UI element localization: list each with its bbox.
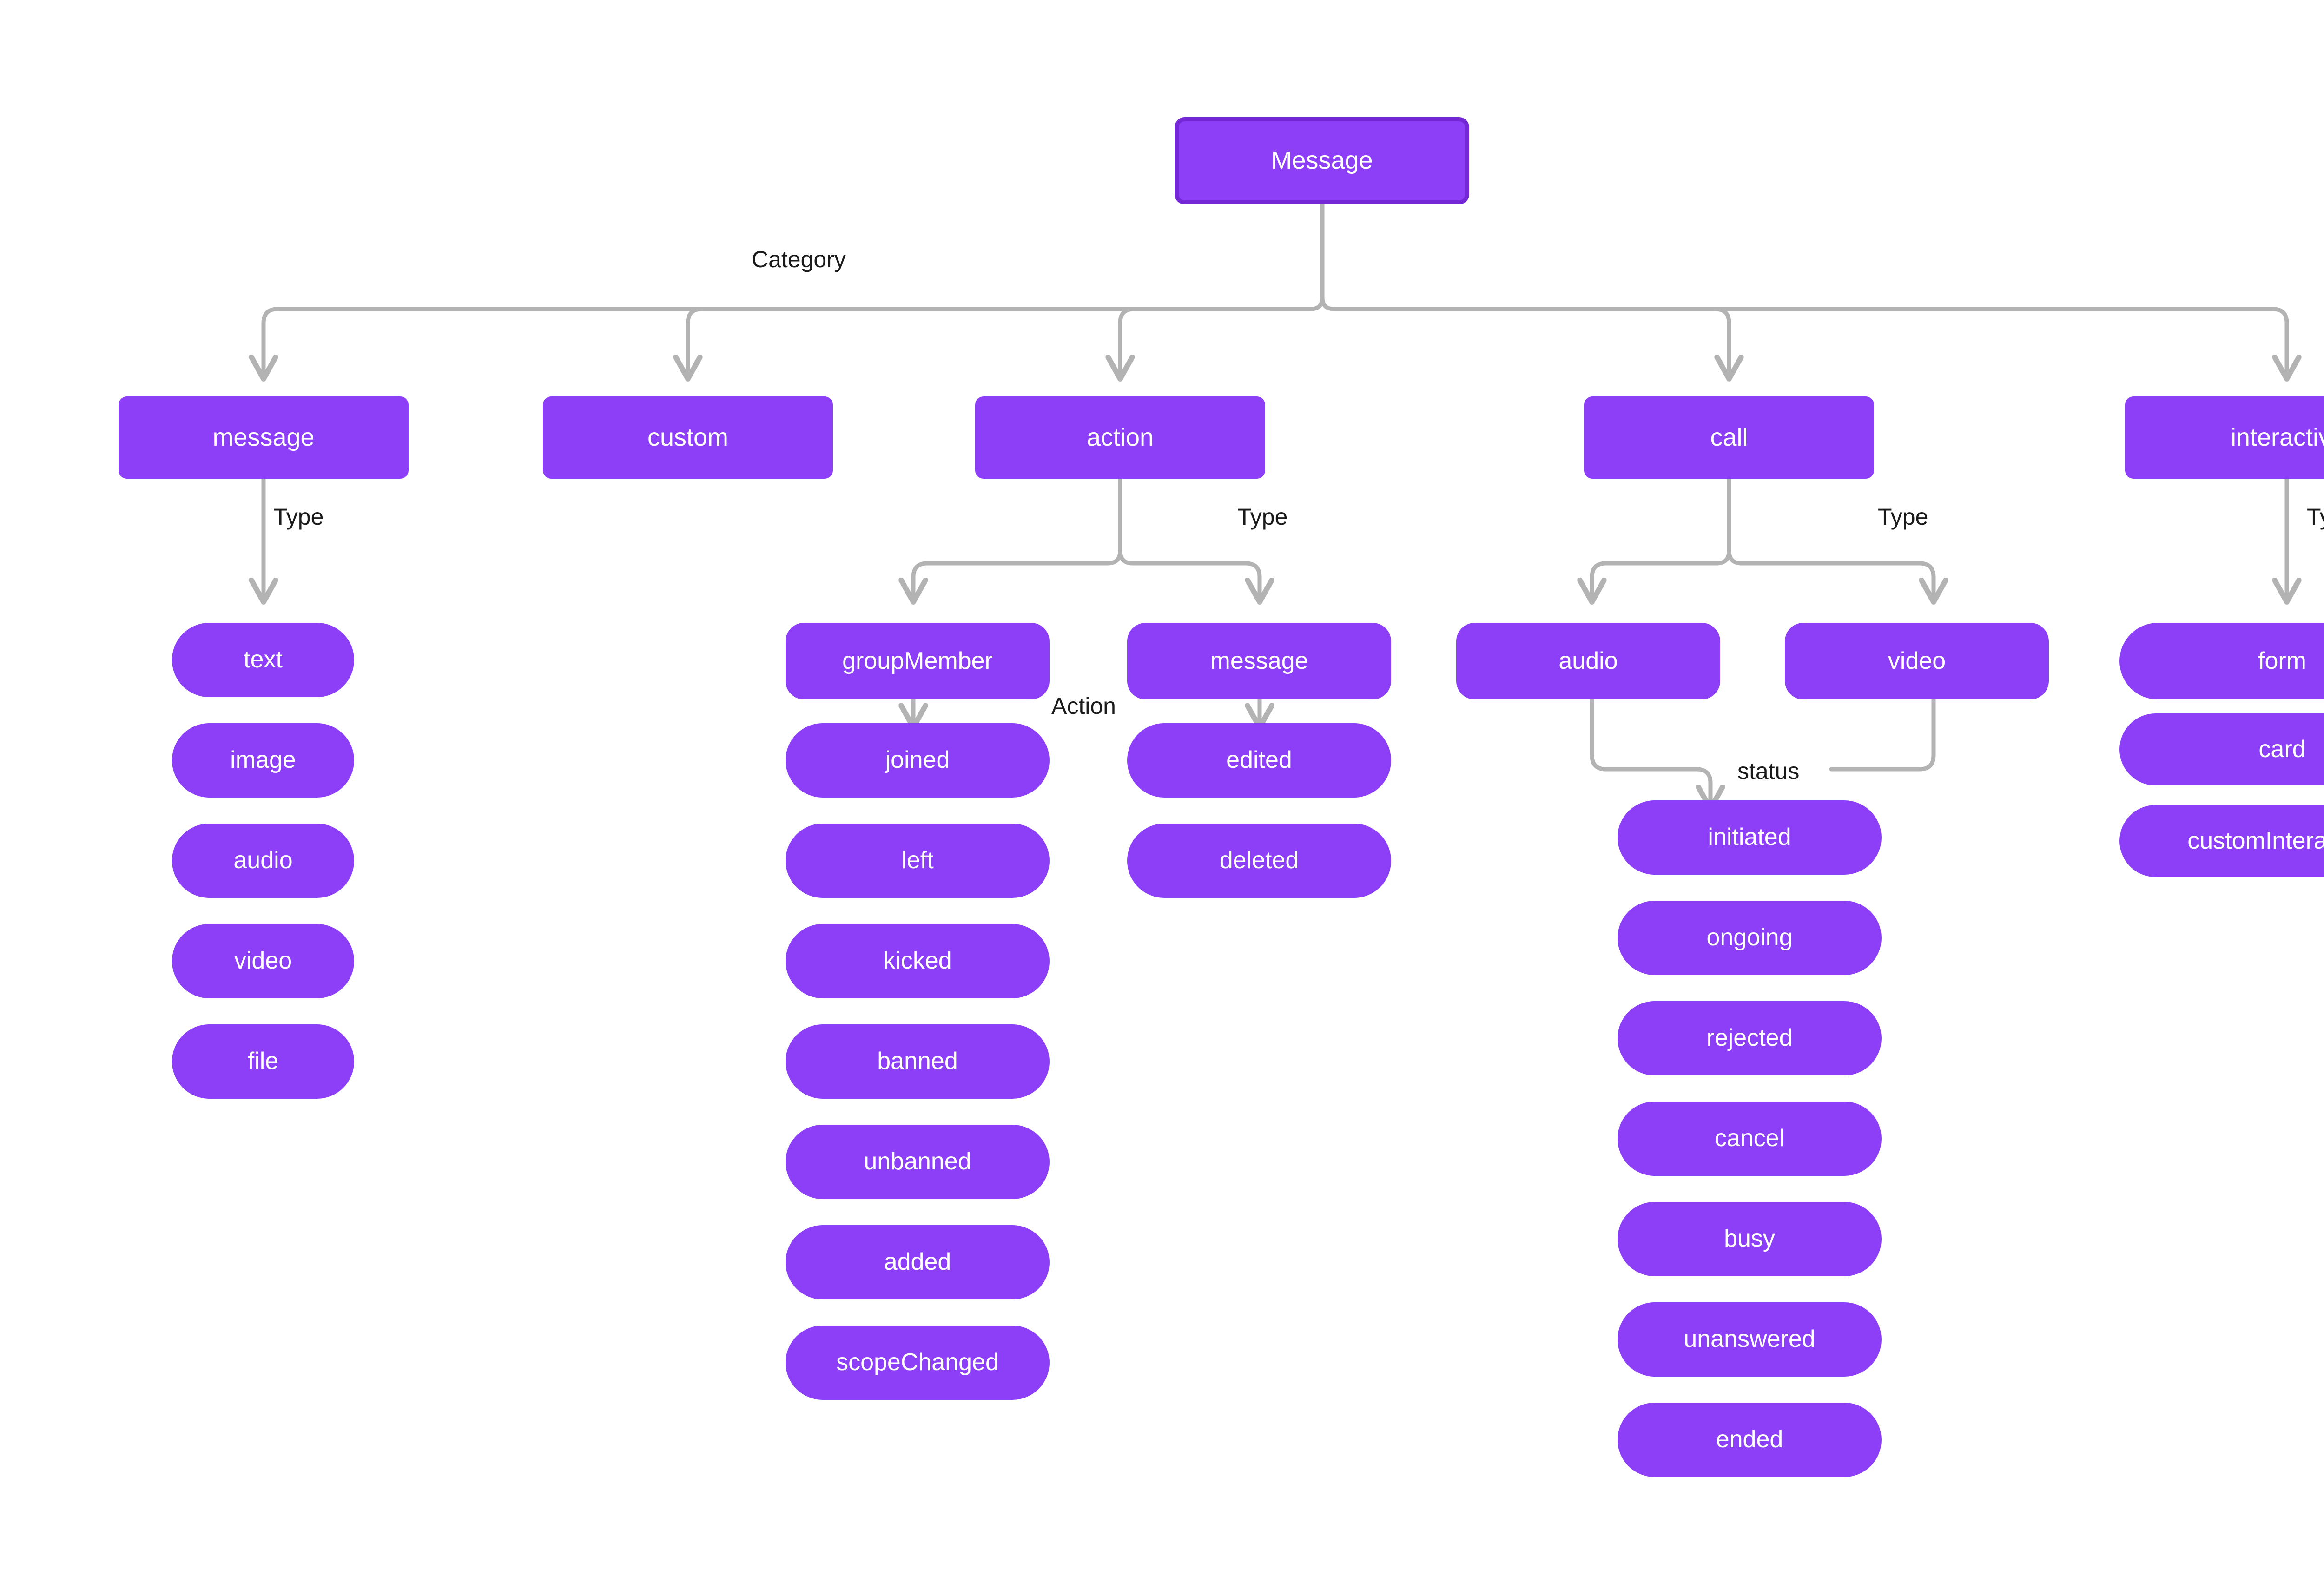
node-message-type-video[interactable]: video: [172, 924, 354, 998]
edge-call-to-audio: [1592, 561, 1715, 600]
edge-audio-merge: [1590, 697, 1699, 772]
node-group-action-unbanned[interactable]: unbanned: [786, 1125, 1050, 1199]
node-label: banned: [877, 1048, 958, 1075]
node-interactive-type-card[interactable]: card: [2119, 713, 2324, 785]
edge-label-type-action: Type: [1237, 504, 1288, 530]
node-call-status-initiated[interactable]: initiated: [1618, 800, 1882, 875]
edge-action-to-message: [1134, 561, 1260, 600]
node-label: video: [234, 947, 292, 975]
node-root-message[interactable]: Message: [1175, 117, 1469, 204]
edge-action-to-groupmember: [913, 561, 1106, 600]
node-label: added: [884, 1248, 951, 1276]
node-label: action: [1086, 423, 1154, 451]
node-call-type-video[interactable]: video: [1785, 623, 2049, 699]
node-label: unbanned: [864, 1148, 971, 1175]
node-category-message[interactable]: message: [119, 396, 409, 479]
edge-label-category: Category: [752, 246, 846, 272]
node-label: text: [244, 646, 283, 673]
node-message-type-text[interactable]: text: [172, 623, 354, 697]
node-label: audio: [1558, 647, 1618, 674]
node-group-action-banned[interactable]: banned: [786, 1024, 1050, 1099]
edge-root-stem-left: [1305, 202, 1325, 311]
node-category-custom[interactable]: custom: [543, 396, 833, 479]
edge-root-to-call: [1335, 307, 1729, 376]
node-label: unanswered: [1684, 1326, 1816, 1353]
node-label: left: [901, 847, 934, 874]
node-label: card: [2258, 735, 2306, 763]
node-label: form: [2258, 647, 2306, 674]
node-label: joined: [885, 746, 950, 774]
edge-call-stem-left: [1710, 476, 1731, 566]
node-label: custom: [647, 423, 729, 451]
node-message-action-deleted[interactable]: deleted: [1127, 824, 1391, 898]
node-label: video: [1888, 647, 1946, 674]
node-label: message: [1210, 647, 1308, 674]
node-label: audio: [233, 847, 293, 874]
node-label: Message: [1271, 146, 1373, 175]
node-group-action-scopechanged[interactable]: scopeChanged: [786, 1326, 1050, 1400]
node-group-action-left[interactable]: left: [786, 824, 1050, 898]
edge-root-to-custom: [688, 307, 1309, 376]
node-label: file: [247, 1048, 279, 1075]
node-label: call: [1710, 423, 1748, 451]
node-label: kicked: [883, 947, 952, 975]
edge-action-stem-right: [1118, 476, 1139, 566]
node-action-type-groupmember[interactable]: groupMember: [786, 623, 1050, 699]
node-call-status-ended[interactable]: ended: [1618, 1403, 1882, 1477]
edge-label-action: Action: [1051, 693, 1116, 719]
edge-merge-to-initiated-right: [1817, 769, 1831, 785]
edge-label-type-call: Type: [1878, 504, 1928, 530]
node-interactive-type-custominteractive[interactable]: customInteractive: [2119, 805, 2324, 877]
node-message-type-file[interactable]: file: [172, 1024, 354, 1099]
node-label: scopeChanged: [836, 1349, 999, 1376]
node-call-status-cancel[interactable]: cancel: [1618, 1102, 1882, 1176]
node-label: customInteractive: [2187, 827, 2324, 854]
node-category-interactive[interactable]: interactive: [2125, 396, 2324, 479]
edge-label-type-interactive: Type: [2307, 504, 2324, 530]
node-category-action[interactable]: action: [975, 396, 1265, 479]
node-call-type-audio[interactable]: audio: [1456, 623, 1720, 699]
node-call-status-unanswered[interactable]: unanswered: [1618, 1302, 1882, 1377]
node-call-status-busy[interactable]: busy: [1618, 1202, 1882, 1276]
edge-root-to-message: [264, 307, 1309, 376]
edge-label-status: status: [1737, 758, 1800, 784]
node-label: edited: [1226, 746, 1292, 774]
node-group-action-joined[interactable]: joined: [786, 723, 1050, 798]
node-call-status-ongoing[interactable]: ongoing: [1618, 901, 1882, 975]
node-label: groupMember: [842, 647, 993, 674]
node-action-type-message[interactable]: message: [1127, 623, 1391, 699]
node-label: cancel: [1714, 1125, 1785, 1152]
edge-root-to-action: [1120, 307, 1309, 376]
node-label: deleted: [1219, 847, 1299, 874]
node-label: rejected: [1706, 1024, 1793, 1052]
node-interactive-type-form[interactable]: form: [2119, 623, 2324, 699]
edge-root-to-interactive: [1335, 307, 2287, 376]
node-label: ended: [1716, 1426, 1783, 1453]
edge-action-stem-left: [1102, 476, 1122, 566]
node-message-type-image[interactable]: image: [172, 723, 354, 798]
edge-label-type-message: Type: [273, 504, 324, 530]
node-label: initiated: [1708, 824, 1791, 851]
node-category-call[interactable]: call: [1584, 396, 1874, 479]
edge-call-stem-right: [1727, 476, 1748, 566]
node-group-action-kicked[interactable]: kicked: [786, 924, 1050, 998]
node-label: image: [230, 746, 296, 774]
node-label: message: [212, 423, 315, 451]
node-label: interactive: [2230, 423, 2324, 451]
edge-call-to-video: [1743, 561, 1934, 600]
edge-root-stem-right: [1320, 202, 1340, 311]
node-label: busy: [1724, 1225, 1775, 1253]
node-call-status-rejected[interactable]: rejected: [1618, 1001, 1882, 1075]
edge-video-merge: [1829, 697, 1936, 772]
node-label: ongoing: [1706, 924, 1793, 951]
node-group-action-added[interactable]: added: [786, 1225, 1050, 1299]
node-message-type-audio[interactable]: audio: [172, 824, 354, 898]
node-message-action-edited[interactable]: edited: [1127, 723, 1391, 798]
